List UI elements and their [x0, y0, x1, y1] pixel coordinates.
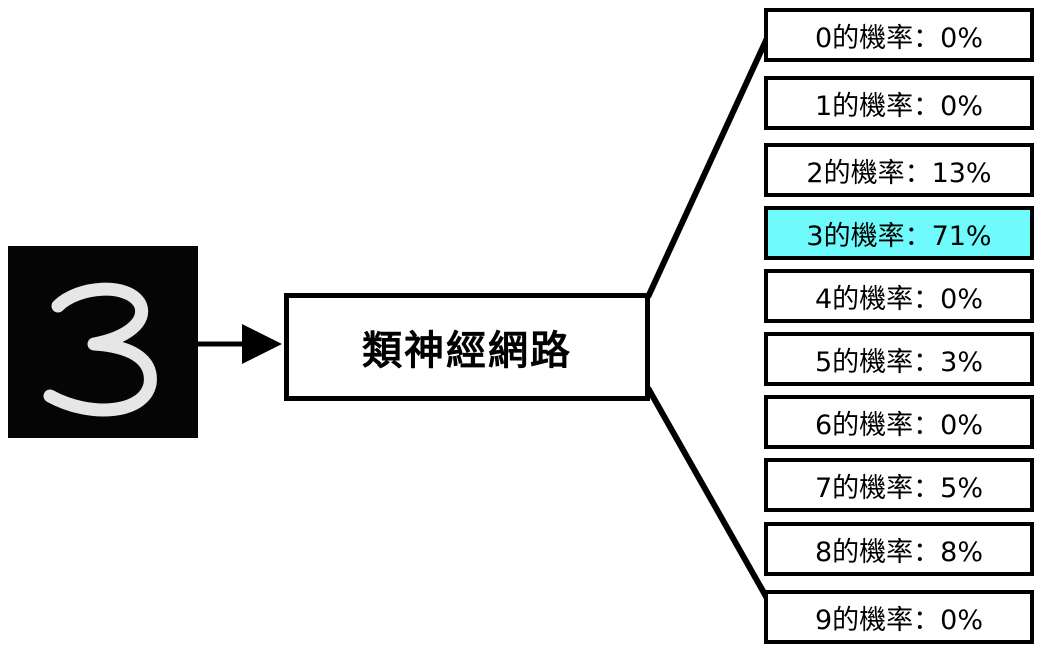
- output-box-0: 0的機率：0%: [764, 8, 1034, 62]
- output-label: 7的機率：5%: [814, 472, 983, 504]
- output-box-6: 6的機率：0%: [764, 395, 1034, 449]
- output-box-1: 1的機率：0%: [764, 76, 1034, 130]
- fan-out-line-bottom: [645, 386, 771, 602]
- output-label: 9的機率：0%: [814, 604, 983, 636]
- output-label: 3的機率：71%: [806, 220, 992, 252]
- output-label: 4的機率：0%: [814, 283, 983, 315]
- output-label: 6的機率：0%: [814, 409, 983, 441]
- output-box-9: 9的機率：0%: [764, 590, 1034, 644]
- output-label: 2的機率：13%: [806, 157, 992, 189]
- input-digit-image: [8, 246, 198, 438]
- output-label: 8的機率：8%: [814, 536, 983, 568]
- output-box-4: 4的機率：0%: [764, 269, 1034, 323]
- output-box-7: 7的機率：5%: [764, 458, 1034, 512]
- output-box-2: 2的機率：13%: [764, 143, 1034, 197]
- fan-out-line-top: [645, 34, 771, 299]
- handwritten-digit: [43, 282, 157, 417]
- output-label: 1的機率：0%: [814, 90, 983, 122]
- output-box-3: 3的機率：71%: [764, 206, 1034, 260]
- output-label: 0的機率：0%: [814, 22, 983, 54]
- neural-network-label: 類神經網路: [362, 328, 572, 374]
- output-box-5: 5的機率：3%: [764, 332, 1034, 386]
- neural-network-box: 類神經網路: [284, 293, 650, 401]
- output-label: 5的機率：3%: [814, 346, 983, 378]
- output-box-8: 8的機率：8%: [764, 522, 1034, 576]
